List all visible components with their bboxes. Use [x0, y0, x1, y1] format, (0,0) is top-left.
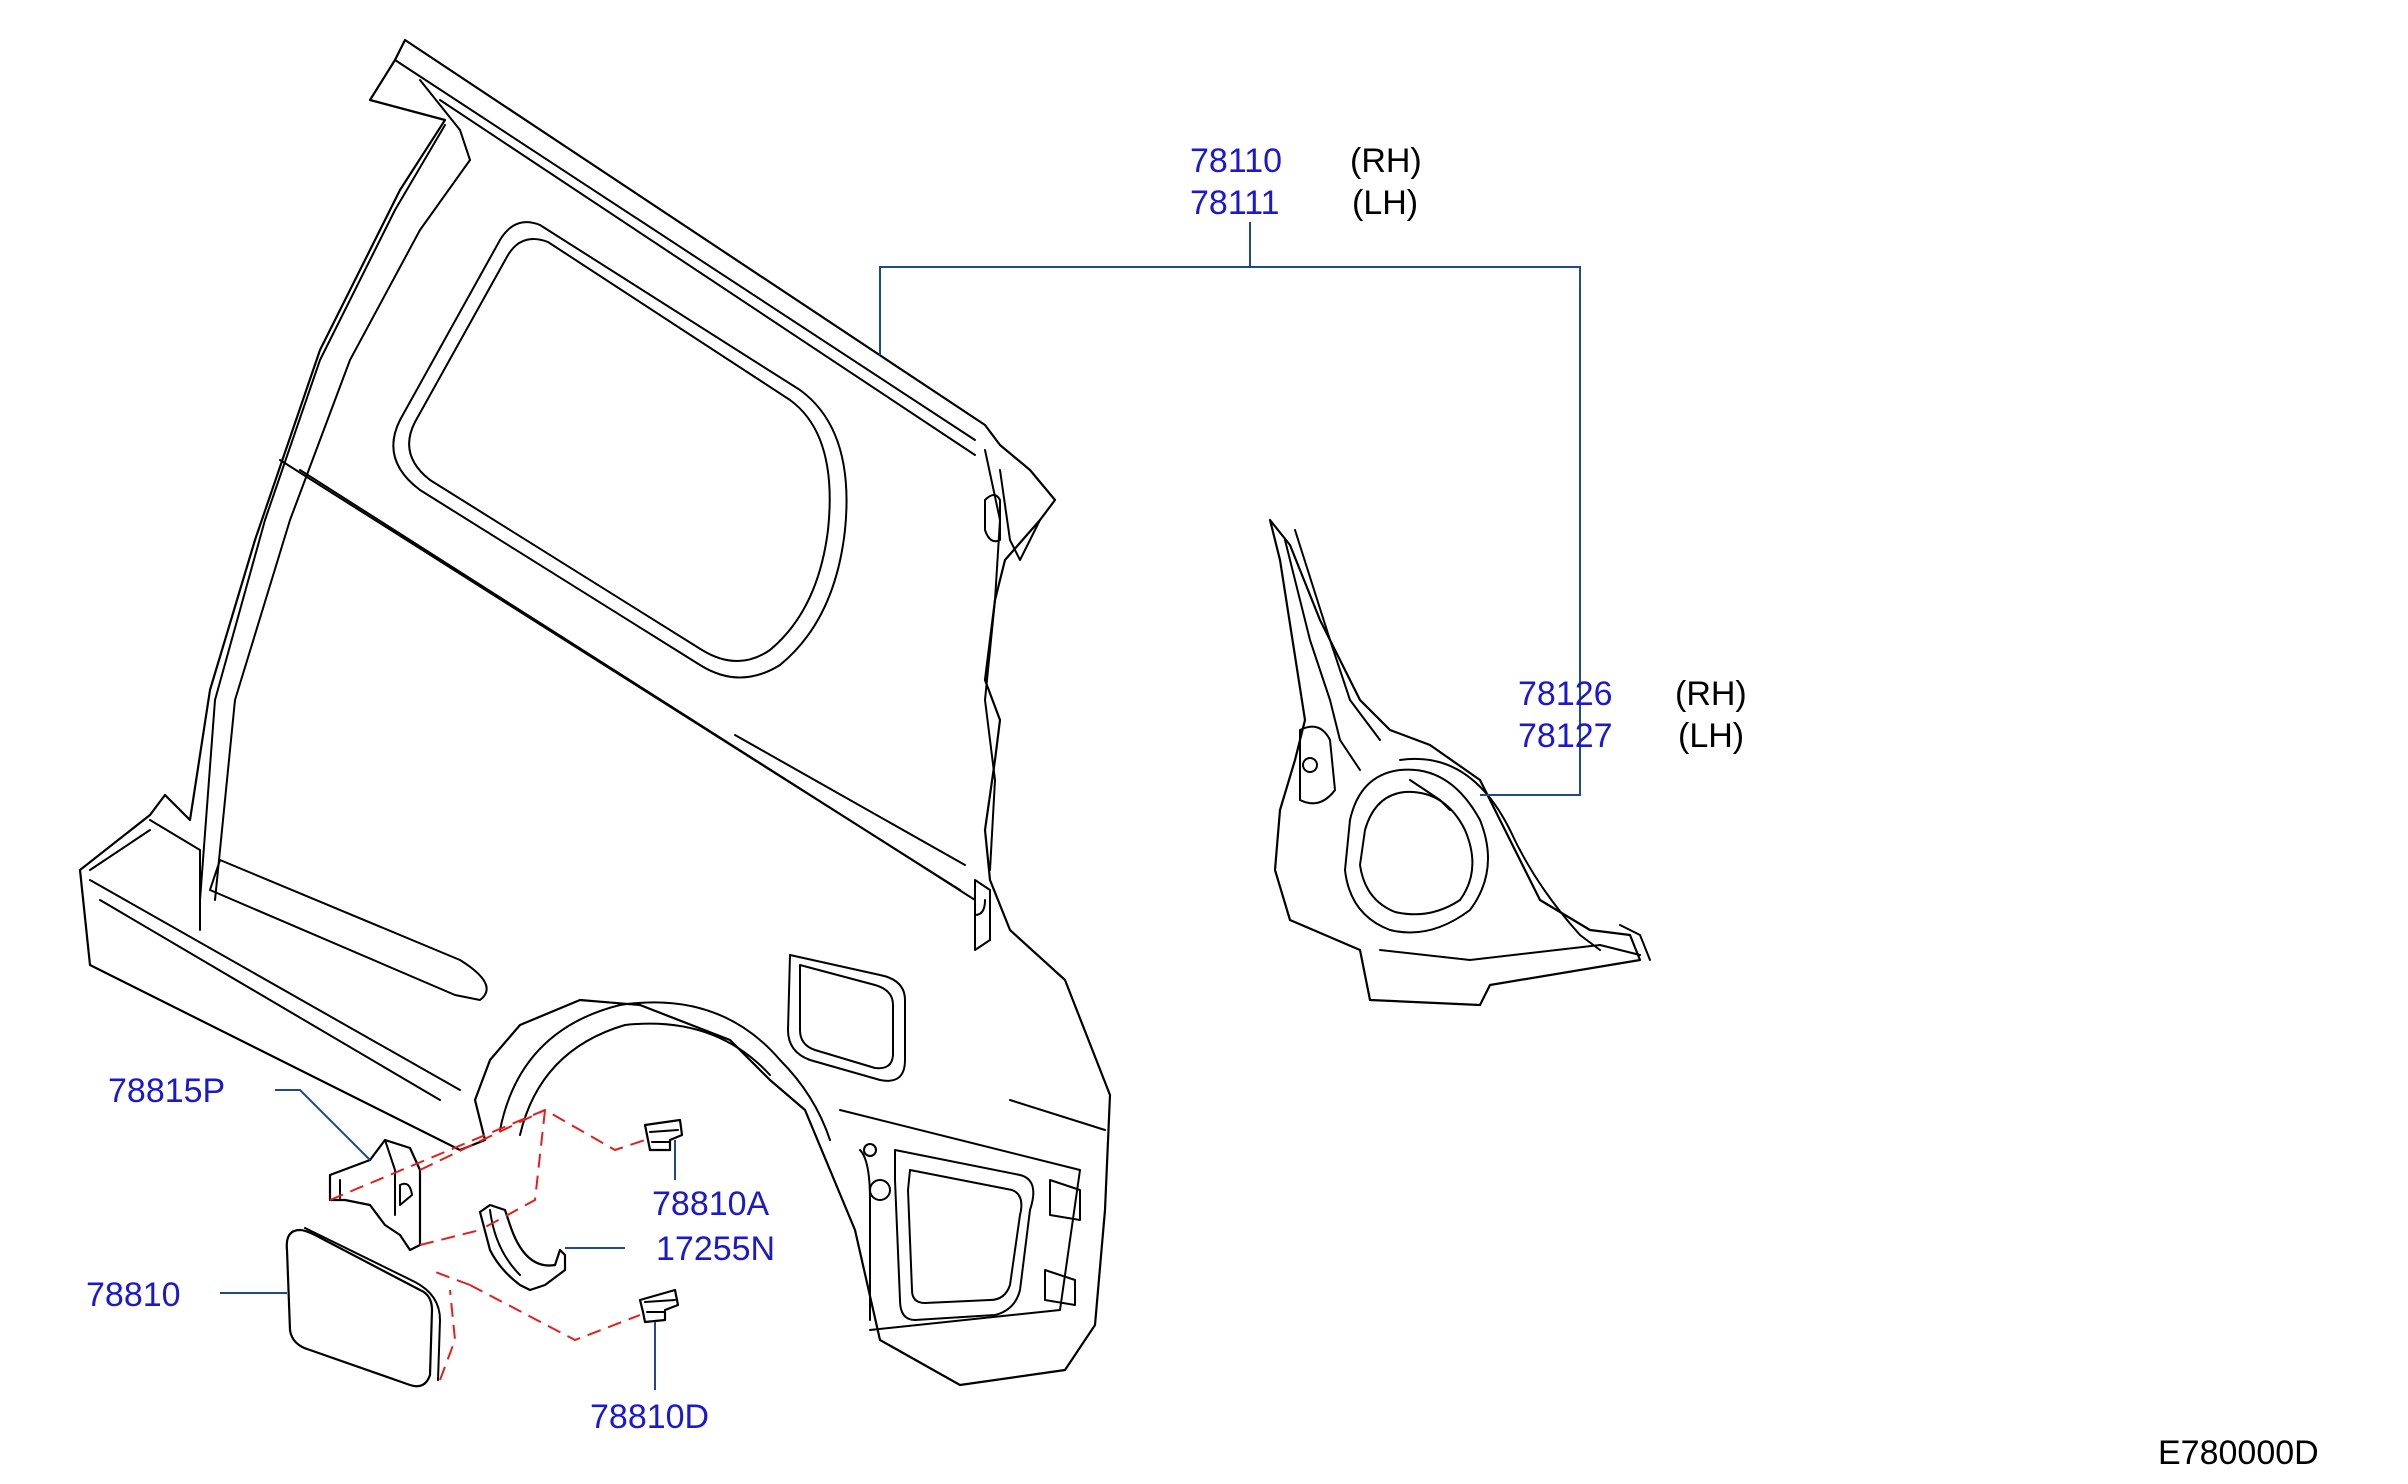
- side-label-rh: (RH): [1675, 675, 1747, 713]
- side-label-rh: (RH): [1350, 142, 1422, 180]
- callout-outer-lh[interactable]: 78111 (LH): [1190, 184, 1418, 222]
- filler-hose-holder-drawing: [478, 1203, 567, 1292]
- callout-outer-rh[interactable]: 78110 (RH): [1190, 142, 1422, 180]
- leader-78815P: [275, 1089, 371, 1161]
- part-number-78126[interactable]: 78126: [1518, 675, 1613, 713]
- rear-outer-panel-drawing: [78, 38, 1112, 1387]
- fuel-lid-bracket-drawing: [328, 1138, 422, 1252]
- part-number-78810D[interactable]: 78810D: [590, 1398, 709, 1436]
- fuel-lid-drawing: [285, 1227, 441, 1388]
- bumper-lower-drawing: [638, 1288, 680, 1324]
- part-number-78111[interactable]: 78111: [1190, 184, 1280, 222]
- callout-inner-lh[interactable]: 78127 (LH): [1518, 717, 1744, 755]
- part-number-78810[interactable]: 78810: [86, 1276, 181, 1314]
- side-label-lh: (LH): [1678, 717, 1744, 755]
- side-label-lh: (LH): [1352, 184, 1418, 222]
- part-number-17255N[interactable]: 17255N: [656, 1230, 775, 1268]
- part-number-78815P[interactable]: 78815P: [108, 1072, 225, 1110]
- leader-lines: [220, 222, 1581, 1390]
- rear-inner-panel-drawing: [1268, 518, 1651, 1007]
- leader-outer-panel-bracket: [879, 266, 1581, 796]
- part-number-78110[interactable]: 78110: [1190, 142, 1282, 180]
- bumper-upper-drawing: [643, 1118, 684, 1152]
- figure-code: E780000D: [2158, 1434, 2319, 1472]
- callout-inner-rh[interactable]: 78126 (RH): [1518, 675, 1747, 713]
- part-number-78127[interactable]: 78127: [1518, 717, 1613, 755]
- part-number-78810A[interactable]: 78810A: [652, 1185, 770, 1223]
- installation-dashed-lines: [329, 1108, 646, 1381]
